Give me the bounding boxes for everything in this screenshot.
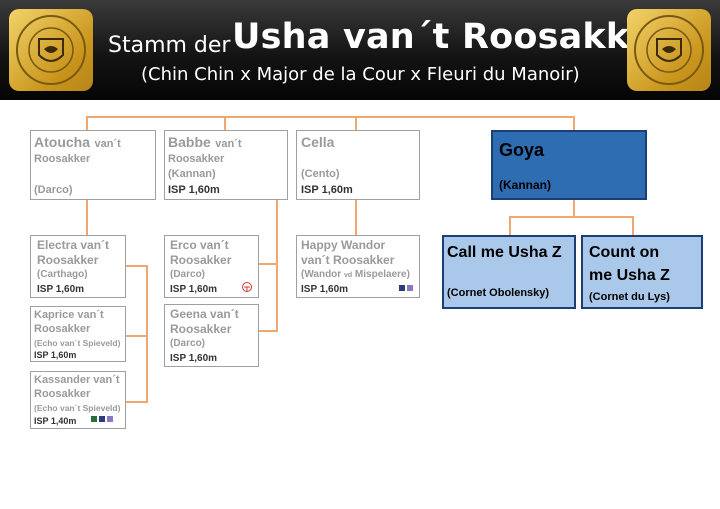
logo-left	[9, 9, 93, 91]
horse-name-line2: Roosakker	[168, 153, 225, 165]
horse-sire: (Darco)	[170, 338, 206, 349]
horse-name: Babbe	[168, 134, 211, 150]
connector-cella-down	[355, 199, 357, 236]
connector-kaprice	[126, 335, 148, 337]
eventing-badge-icon	[399, 285, 405, 291]
horse-erco: Erco van´t Roosakker (Darco) ISP 1,60m	[164, 235, 259, 298]
horse-name-line2: Roosakker	[170, 253, 232, 267]
connector-drop-atoucha	[86, 116, 88, 131]
connector-geena	[259, 330, 278, 332]
horse-kaprice: Kaprice van´t Roosakker (Echo van´t Spie…	[30, 306, 126, 362]
horse-isp: ISP 1,60m	[170, 284, 218, 295]
horse-sire: (Echo van´t Spieveld)	[34, 403, 121, 413]
horse-kassander: Kassander van´t Roosakker (Echo van´t Sp…	[30, 371, 126, 429]
horse-name-line2: van´t Roosakker	[301, 253, 395, 267]
horse-name: Kaprice van´t	[34, 309, 104, 321]
horse-name: Cella	[301, 134, 335, 150]
horse-sire: (Wandor vd Mispelaere)	[301, 269, 410, 280]
horse-geena: Geena van´t Roosakker (Darco) ISP 1,60m	[164, 304, 259, 367]
horse-sire: (Darco)	[34, 184, 73, 196]
connector-atoucha-down	[86, 199, 88, 236]
horse-name: Electra van´t	[37, 238, 110, 252]
horse-happy-wandor: Happy Wandor van´t Roosakker (Wandor vd …	[296, 235, 420, 298]
horse-name-line2: me Usha Z	[589, 267, 670, 284]
horse-name: Geena van´t	[170, 307, 239, 321]
connector-babbe-bus	[276, 199, 278, 331]
connector-drop-cella	[355, 116, 357, 131]
horse-sire-part: Mispelaere)	[352, 269, 410, 280]
horse-isp: ISP 1,60m	[168, 184, 220, 196]
connector-callme	[509, 216, 511, 236]
horse-name: Call me Usha Z	[447, 244, 562, 261]
horse-sire: (Echo van´t Spieveld)	[34, 338, 121, 348]
horse-name-line2: Roosakker	[170, 322, 232, 336]
horse-name-line2: Roosakker	[34, 323, 91, 335]
horse-name: Atoucha	[34, 134, 90, 150]
crest-icon	[634, 15, 704, 85]
jumping-badge-icon	[107, 416, 113, 422]
horse-sire: (Cornet Obolensky)	[447, 287, 550, 299]
horse-sire: (Darco)	[170, 269, 206, 280]
page-title: Usha van´t Roosakker	[232, 17, 670, 57]
horse-name-line2: Roosakker	[34, 388, 91, 400]
horse-name-line2: Roosakker	[37, 253, 99, 267]
horse-cella: Cella (Cento) ISP 1,60m	[296, 130, 420, 200]
horse-name: Erco van´t	[170, 238, 229, 252]
horse-call-me-usha-z: Call me Usha Z (Cornet Obolensky)	[442, 235, 576, 309]
horse-isp: ISP 1,60m	[37, 284, 85, 295]
discipline-badges	[91, 416, 113, 422]
connector-atoucha-bus	[146, 265, 148, 402]
horse-name-line2: Roosakker	[34, 153, 91, 165]
horse-isp: ISP 1,60m	[301, 284, 349, 295]
horse-name: Kassander van´t	[34, 374, 120, 386]
connector-top-horizontal	[86, 116, 574, 118]
horse-sire: (Kannan)	[168, 168, 216, 180]
discipline-badges	[399, 285, 413, 291]
horse-name-suffix: van´t	[94, 138, 121, 150]
horse-babbe: Babbe van´t Roosakker (Kannan) ISP 1,60m	[164, 130, 288, 200]
horse-electra: Electra van´t Roosakker (Carthago) ISP 1…	[30, 235, 126, 298]
horse-isp: ISP 1,60m	[170, 353, 218, 364]
horse-name: Count on	[589, 244, 660, 261]
connector-drop-babbe	[224, 116, 226, 131]
connector-kassander	[126, 401, 148, 403]
connector-goya-horizontal	[509, 216, 634, 218]
horse-goya: Goya (Kannan)	[491, 130, 647, 200]
horse-name: Goya	[499, 140, 545, 160]
connector-drop-goya	[573, 116, 575, 131]
logo-right	[627, 9, 711, 91]
horse-sire: (Carthago)	[37, 269, 88, 280]
dressage-badge-icon	[91, 416, 97, 422]
page-subtitle: (Chin Chin x Major de la Cour x Fleuri d…	[141, 64, 580, 85]
horse-isp: ISP 1,60m	[301, 184, 353, 196]
horse-sire-part: vd	[343, 272, 353, 279]
title-prefix: Stamm der	[108, 33, 231, 58]
header-banner: Stamm der Usha van´t Roosakker (Chin Chi…	[0, 0, 720, 100]
jumping-badge-icon	[407, 285, 413, 291]
breeding-mark-icon	[242, 282, 252, 292]
horse-atoucha: Atoucha van´t Roosakker (Darco)	[30, 130, 156, 200]
horse-name: Happy Wandor	[301, 238, 386, 252]
connector-electra	[126, 265, 148, 267]
connector-erco	[259, 263, 278, 265]
horse-sire: (Cornet du Lys)	[589, 291, 670, 303]
eventing-badge-icon	[99, 416, 105, 422]
horse-sire: (Cento)	[301, 168, 340, 180]
horse-isp: ISP 1,40m	[34, 416, 77, 426]
horse-sire: (Kannan)	[499, 178, 551, 192]
connector-counton	[632, 216, 634, 236]
horse-sire-part: (Wandor	[301, 269, 344, 280]
crest-icon	[16, 15, 86, 85]
horse-isp: ISP 1,60m	[34, 350, 77, 360]
connector-goya-down	[573, 199, 575, 217]
horse-count-on-me-usha-z: Count on me Usha Z (Cornet du Lys)	[581, 235, 703, 309]
horse-name-suffix: van´t	[215, 138, 242, 150]
